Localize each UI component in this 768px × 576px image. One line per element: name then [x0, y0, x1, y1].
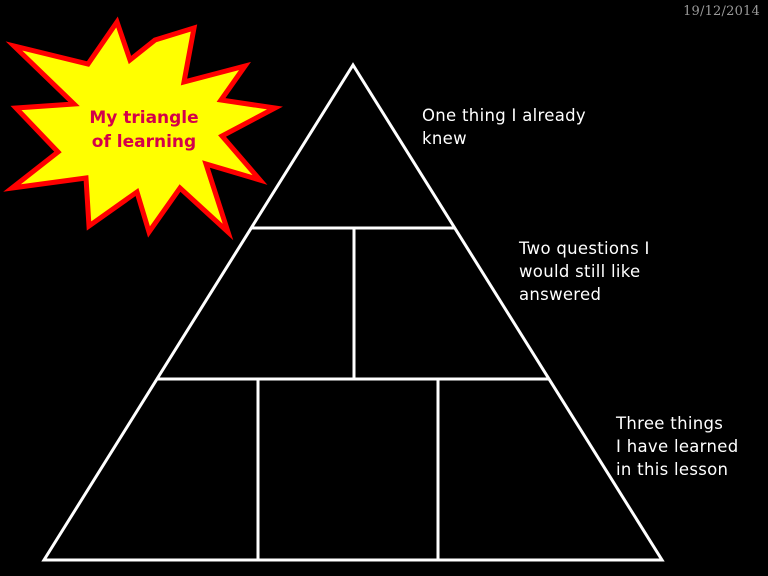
- middle-tier-label: Two questions I would still like answere…: [519, 237, 650, 306]
- star-burst-shape: [3, 16, 283, 241]
- bottom-tier-label: Three things I have learned in this less…: [616, 412, 738, 481]
- top-tier-label-line-2: knew: [422, 129, 467, 148]
- middle-tier-label-line-2: would still like: [519, 262, 641, 281]
- middle-tier-label-line-3: answered: [519, 285, 602, 304]
- pyramid-outline: [41, 62, 665, 562]
- bottom-tier-label-line-3: in this lesson: [616, 460, 729, 479]
- star-title: My triangle of learning: [64, 106, 224, 154]
- star-title-line-2: of learning: [91, 132, 197, 152]
- bottom-tier-label-line-1: Three things: [616, 414, 724, 433]
- top-tier-label: One thing I already knew: [422, 104, 586, 150]
- star-burst: [3, 16, 283, 241]
- slide-date: 19/12/2014: [683, 4, 760, 19]
- middle-tier-label-line-1: Two questions I: [519, 239, 650, 258]
- bottom-tier-label-line-2: I have learned: [616, 437, 739, 456]
- top-tier-label-line-1: One thing I already: [422, 106, 586, 125]
- star-title-line-1: My triangle: [89, 108, 199, 128]
